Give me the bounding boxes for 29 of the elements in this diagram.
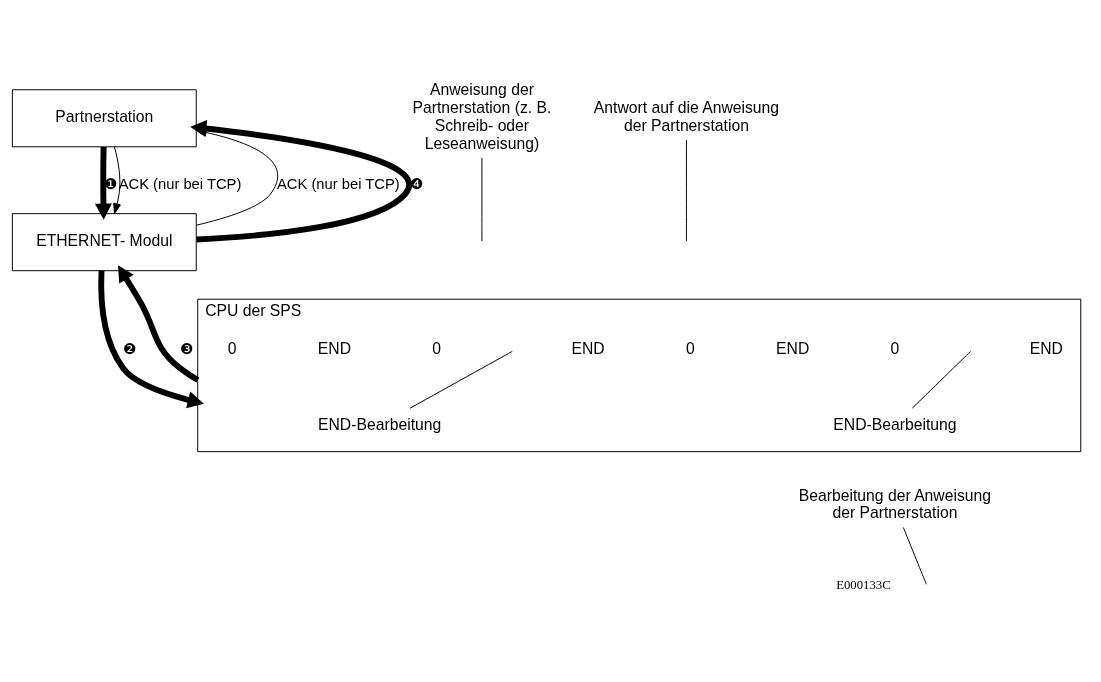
node-box: Partnerstation [11,89,197,148]
label: 0 [686,340,695,358]
label: 0 [432,340,442,358]
connector [409,350,513,409]
connector [902,527,927,585]
label: E000133C [836,577,891,592]
arrow [113,146,121,215]
node-text: END-Bearbeitung [318,415,442,433]
node-text: Bearbeitung der Anweisung der Partnerstation [798,486,992,522]
edge-label: ACK (nur bei TCP) [277,176,400,193]
edge-label: ❸ [180,340,194,357]
label: 0 [890,340,900,358]
label: END [317,340,351,358]
connector [685,139,687,242]
arrow [190,120,412,243]
arrow [118,265,200,383]
edge-label: ❷ [123,340,137,357]
edge-label: ❶ [103,176,117,193]
label: END [776,340,810,358]
label: 0 [227,340,237,358]
arrow [94,146,112,220]
label: END [1029,340,1063,358]
arrow [98,270,204,409]
node-text: END-Bearbeitung [833,415,957,433]
node-text: Antwort auf die Anweisung der Partnerstation [593,99,780,134]
node-text: Anweisung der Partnerstation (z. B. Schreib- oder Leseanweisung) [412,81,552,152]
label: END [571,340,605,358]
node-box: ETHERNET- Modul [11,213,197,272]
connector [911,350,972,409]
